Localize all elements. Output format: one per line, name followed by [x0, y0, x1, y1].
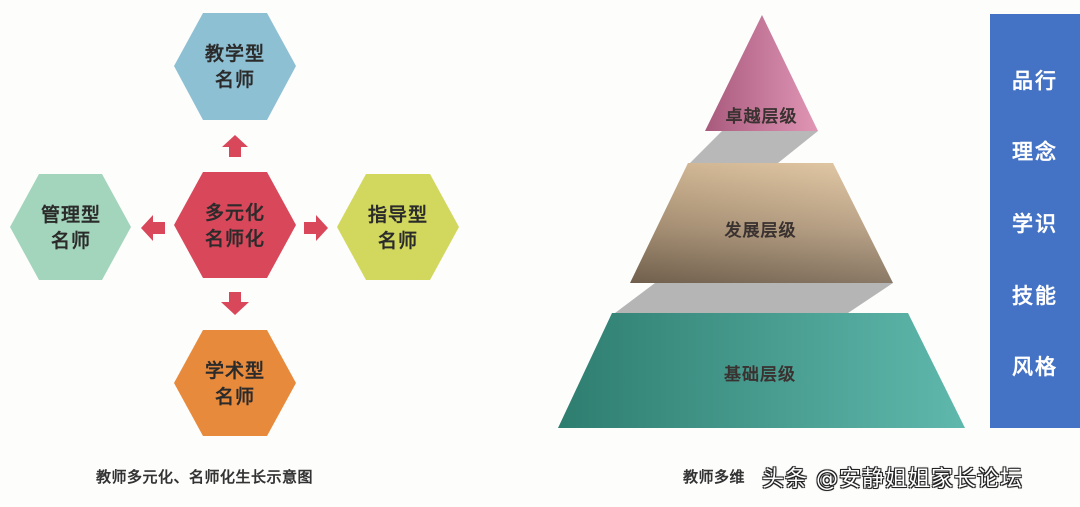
trait-style: 风格 — [1012, 355, 1058, 380]
arrow-left-icon — [141, 215, 165, 241]
tier-label-foundation: 基础层级 — [724, 365, 796, 385]
hex-teaching-label: 教学型 名师 — [204, 43, 265, 91]
hex-guidance — [337, 174, 459, 280]
hex-guidance-label: 指导型 名师 — [367, 204, 428, 252]
pyramid-tier-top — [705, 15, 818, 131]
hex-management-label: 管理型 名师 — [40, 204, 101, 252]
caption-right: 教师多维 — [683, 468, 746, 486]
traits-panel: 品行 理念 学识 技能 风格 — [990, 14, 1080, 428]
trait-philosophy: 理念 — [1012, 140, 1058, 165]
arrow-down-icon — [221, 292, 249, 315]
hex-teaching — [174, 13, 296, 120]
caption-left: 教师多元化、名师化生长示意图 — [96, 468, 314, 486]
hex-center-label: 多元化 名师化 — [204, 202, 265, 250]
tier-label-development: 发展层级 — [724, 221, 797, 241]
trait-character: 品行 — [1012, 68, 1058, 93]
trait-skills: 技能 — [1012, 283, 1058, 308]
watermark: 头条 @安静姐姐家长论坛 — [762, 467, 1023, 492]
arrow-right-icon — [304, 215, 328, 241]
hex-management — [10, 174, 131, 280]
trait-knowledge: 学识 — [1012, 211, 1058, 236]
hex-academic — [174, 330, 296, 436]
hex-center — [174, 172, 296, 278]
pyramid-connector-upper — [690, 131, 818, 163]
tier-label-excellence: 卓越层级 — [725, 107, 798, 127]
arrow-up-icon — [222, 135, 248, 157]
hex-academic-label: 学术型 名师 — [204, 360, 265, 408]
pyramid-connector-lower — [615, 283, 893, 313]
pyramid-tier-bottom — [558, 313, 965, 428]
